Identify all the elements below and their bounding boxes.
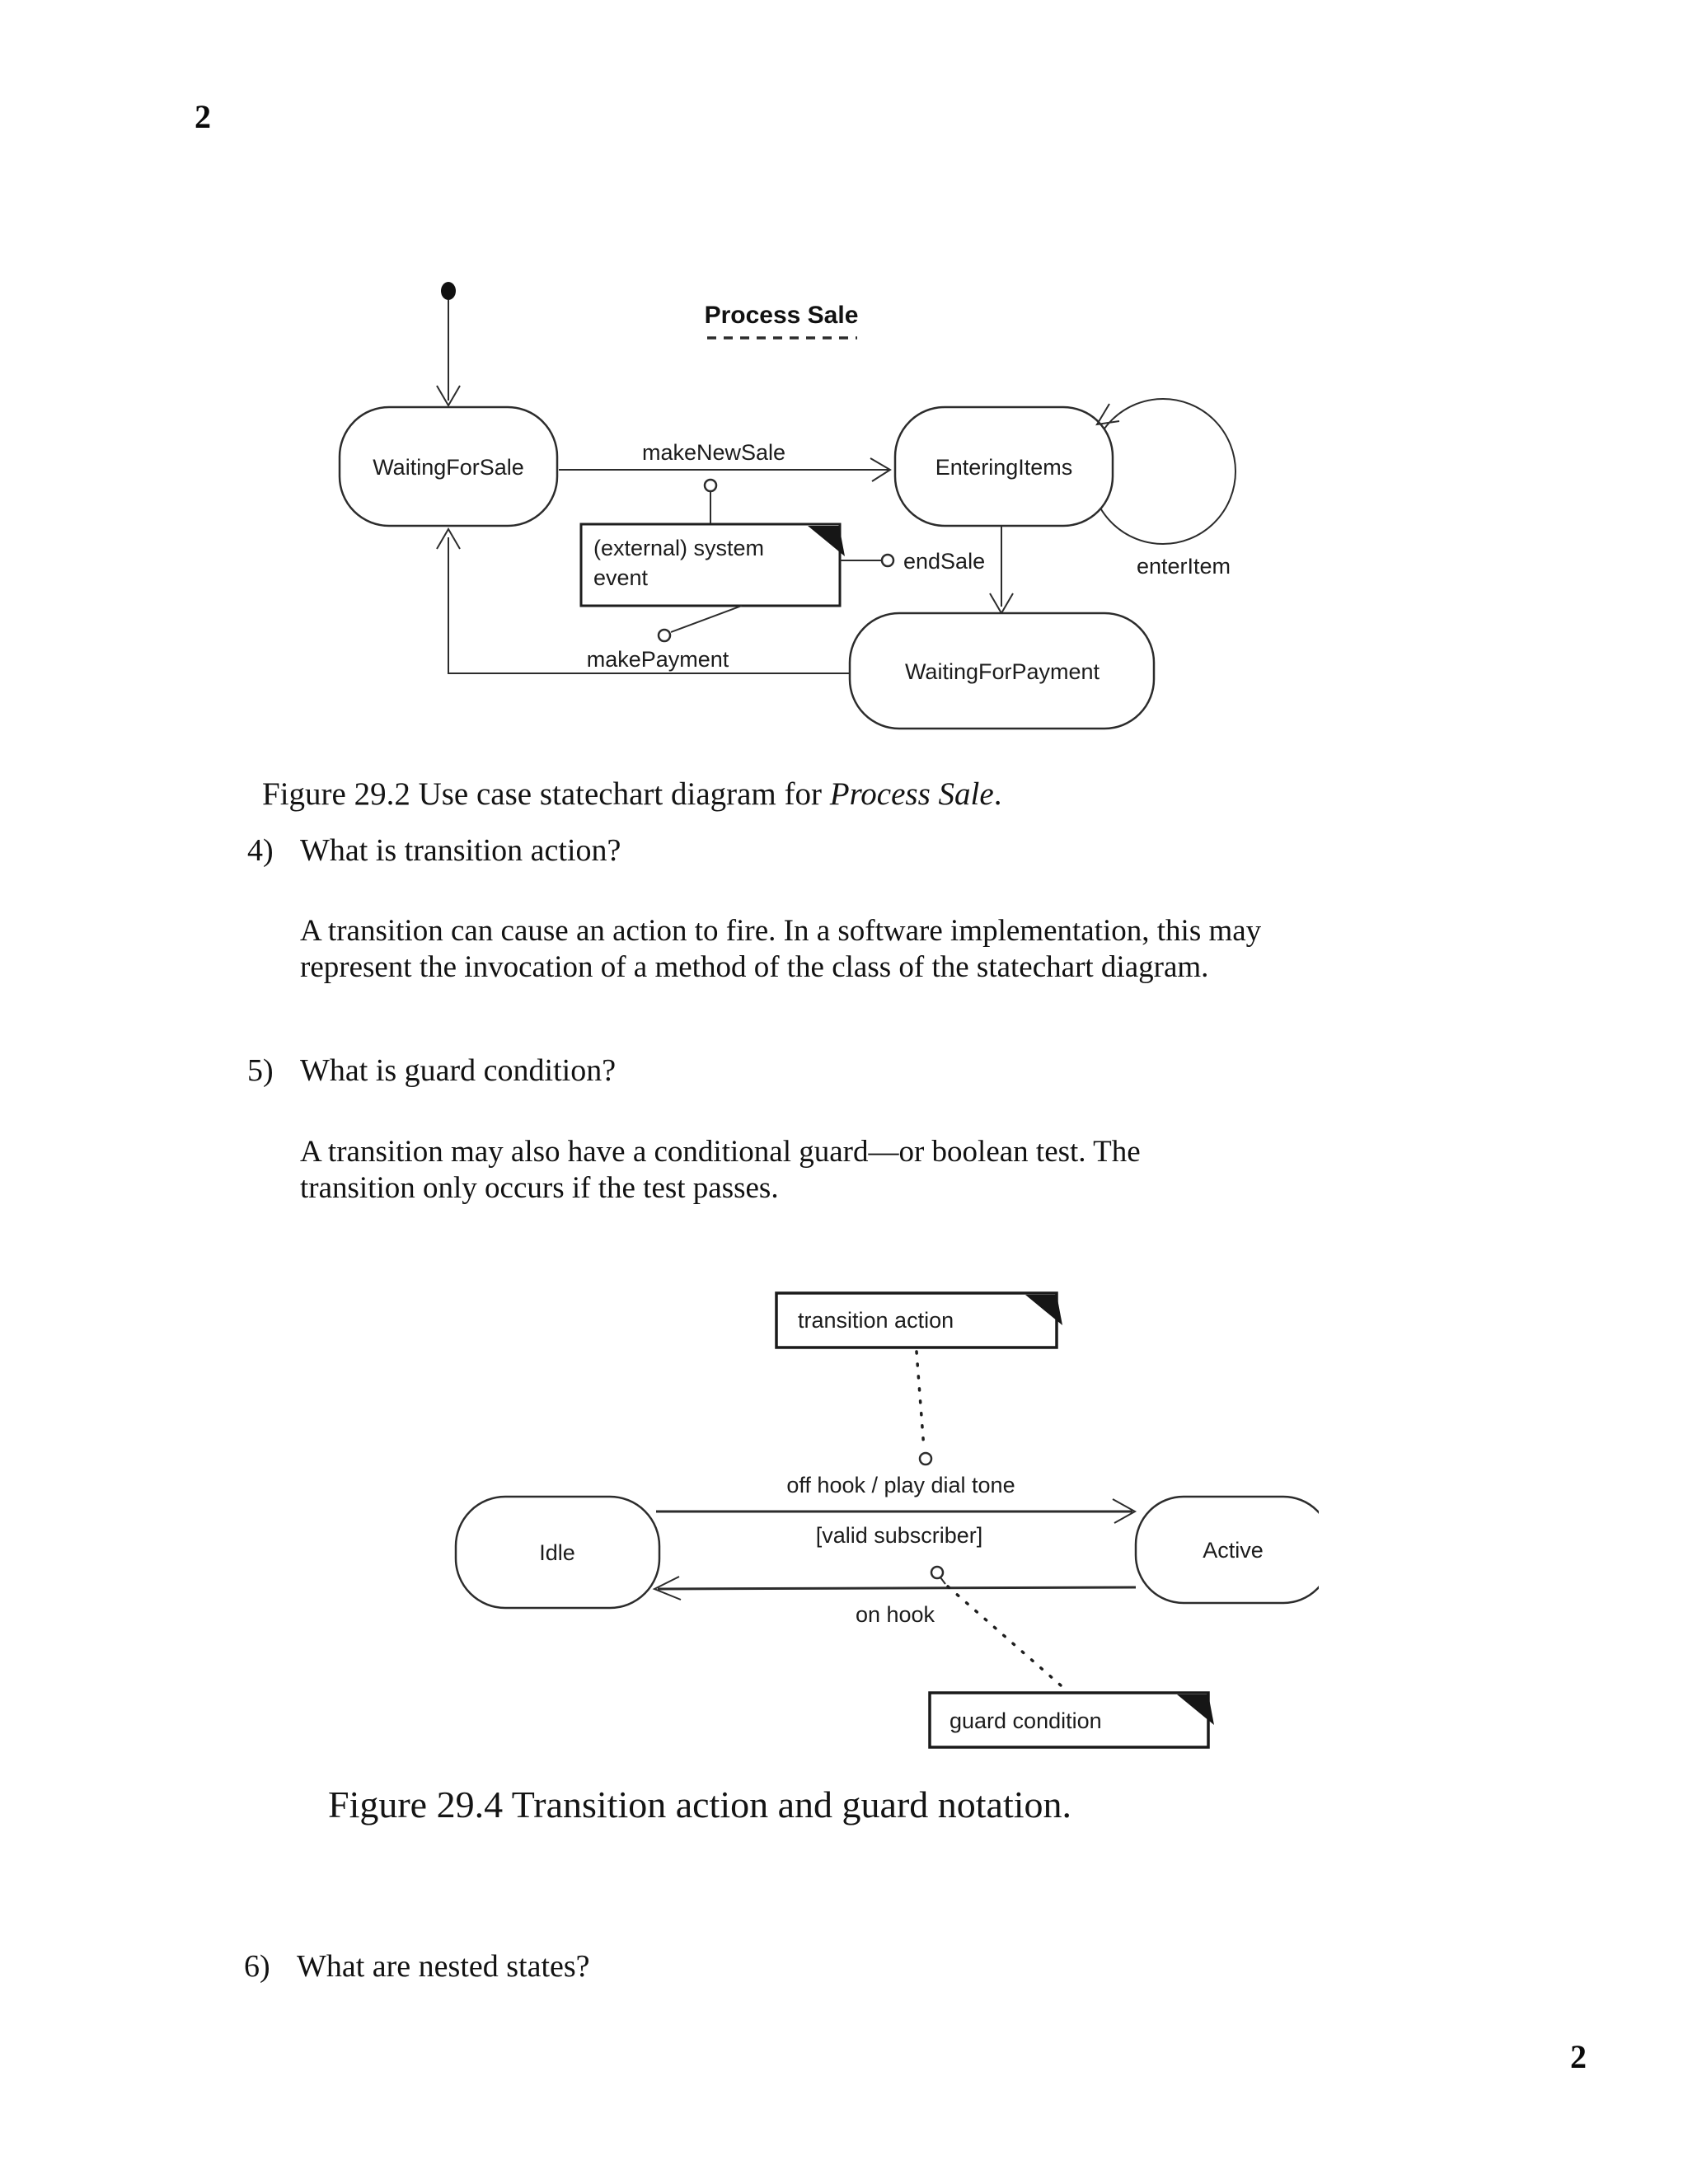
state-waitingforsale-label: WaitingForSale xyxy=(373,455,524,480)
state-waitingforpayment-label: WaitingForPayment xyxy=(905,659,1100,684)
state-enteringitems-label: EnteringItems xyxy=(935,455,1073,480)
state-active-label: Active xyxy=(1203,1538,1264,1563)
arrowhead-makepayment xyxy=(436,527,461,550)
transition-makenewsale-label: makeNewSale xyxy=(642,440,785,465)
note-anchor-circle-onhook xyxy=(930,1565,945,1580)
arrowhead-into-idle xyxy=(652,1576,682,1601)
note-anchor-circle-endsale xyxy=(880,553,895,568)
caption-29-2-italic: Process Sale xyxy=(829,776,994,812)
page-number-bottom: 2 xyxy=(1570,2038,1587,2075)
state-waitingforpayment xyxy=(848,612,1156,730)
note-transition-action-text: transition action xyxy=(798,1308,954,1333)
note-anchor-circle-offhook xyxy=(918,1451,933,1466)
question-6-number: 6) xyxy=(244,1949,270,1984)
transition-onhook-line xyxy=(657,1586,1137,1591)
initial-state-dot xyxy=(441,282,456,300)
page-number-top: 2 xyxy=(195,98,211,135)
state-idle xyxy=(454,1495,661,1610)
transition-onhook-label: on hook xyxy=(856,1602,935,1627)
note-anchor-circle-makepayment xyxy=(657,628,672,643)
diagram-title: Process Sale xyxy=(705,302,859,329)
transition-makepayment-line xyxy=(448,537,850,674)
note-fold-corner-icon xyxy=(808,526,845,556)
state-idle-label: Idle xyxy=(539,1540,575,1565)
note-box-external-system-event xyxy=(579,523,842,607)
question-4-text: What is transition action? xyxy=(300,833,621,868)
transition-enteritem-label: enterItem xyxy=(1137,554,1231,579)
question-4: 4) What is transition action? xyxy=(247,832,621,869)
note-box-guard-condition xyxy=(928,1691,1210,1749)
note-fold-corner-icon xyxy=(1025,1295,1062,1325)
figure-29-2-caption: Figure 29.2 Use case statechart diagram … xyxy=(262,776,1001,813)
state-enteringitems xyxy=(893,405,1114,527)
guard-valid-subscriber-label: [valid subscriber] xyxy=(816,1523,983,1548)
question-5: 5) What is guard condition? xyxy=(247,1052,616,1089)
note-dotted-connector-guard xyxy=(946,1585,1069,1693)
caption-29-2-prefix: Figure 29.2 Use case statechart diagram … xyxy=(262,776,830,812)
arrowhead-makenewsale xyxy=(870,457,892,482)
transition-offhook-label: off hook / play dial tone xyxy=(786,1473,1015,1497)
question-6: 6) What are nested states? xyxy=(244,1948,590,1985)
state-active xyxy=(1134,1495,1319,1605)
transition-makepayment-label: makePayment xyxy=(587,647,729,672)
statechart-process-sale: Process Sale WaitingForSale EnteringItem… xyxy=(338,282,1236,730)
note-dotted-connector-transition-action xyxy=(915,1350,926,1451)
note-guard-condition-text: guard condition xyxy=(950,1708,1102,1733)
question-5-number: 5) xyxy=(247,1053,274,1088)
arrowhead-into-waitingforsale xyxy=(436,385,461,407)
answer-4: A transition can cause an action to fire… xyxy=(300,914,1262,984)
note-connector-makepayment xyxy=(670,605,743,633)
transition-endsale-label: endSale xyxy=(903,549,985,574)
arrowhead-into-active xyxy=(1112,1498,1137,1524)
answer-5: A transition may also have a conditional… xyxy=(300,1135,1141,1205)
question-6-text: What are nested states? xyxy=(297,1949,590,1984)
arrowhead-enteritem xyxy=(1095,403,1120,426)
note-anchor-tail xyxy=(940,1577,946,1585)
note-text-line2: event xyxy=(593,565,649,590)
figure-29-4-caption: Figure 29.4 Transition action and guard … xyxy=(328,1783,1072,1825)
note-fold-corner-icon xyxy=(1177,1694,1214,1725)
note-anchor-circle-makenewsale xyxy=(703,478,718,493)
caption-29-2-suffix: . xyxy=(993,776,1002,812)
question-4-number: 4) xyxy=(247,833,274,868)
state-waitingforsale xyxy=(338,405,559,527)
note-text-line1: (external) system xyxy=(593,536,764,560)
statechart-transition-guard: transition action off hook / play dial t… xyxy=(454,1291,1319,1749)
question-5-text: What is guard condition? xyxy=(300,1053,617,1088)
